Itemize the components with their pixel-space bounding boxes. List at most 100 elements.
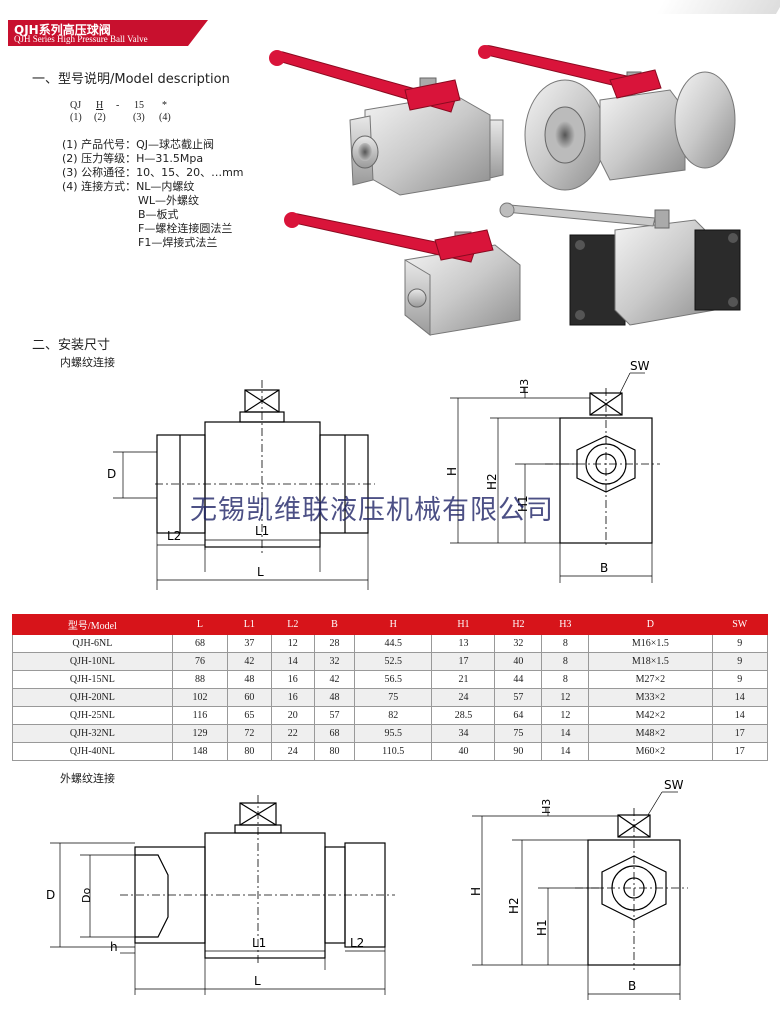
code-part: * bbox=[162, 100, 167, 111]
model-code: QJ H - 15 * (1) (2) (3) (4) bbox=[70, 100, 180, 130]
table-cell: 76 bbox=[171, 652, 229, 671]
table-cell: 14 bbox=[541, 742, 590, 761]
header-banner: QJH系列高压球阀 QJH Series High Pressure Ball … bbox=[8, 20, 208, 46]
table-cell: 72 bbox=[227, 724, 272, 743]
table-cell: 14 bbox=[270, 652, 315, 671]
table-cell: 88 bbox=[171, 670, 229, 689]
table-cell: M60×2 bbox=[588, 742, 713, 761]
table-cell: 22 bbox=[270, 724, 315, 743]
table-cell: QJH-32NL bbox=[12, 724, 173, 743]
table-cell: 9 bbox=[711, 634, 768, 653]
table-cell: M27×2 bbox=[588, 670, 713, 689]
code-part: 15 bbox=[134, 100, 144, 111]
table-cell: 24 bbox=[431, 688, 496, 707]
table-cell: 28 bbox=[313, 634, 356, 653]
dim-label: H2 bbox=[485, 473, 499, 490]
table-cell: 48 bbox=[313, 688, 356, 707]
table-cell: 75 bbox=[353, 688, 433, 707]
code-part: QJ bbox=[70, 100, 82, 111]
watermark: 无锡凯维联液压机械有限公司 bbox=[190, 495, 554, 526]
table-cell: 44 bbox=[494, 670, 543, 689]
table-cell: 16 bbox=[270, 688, 315, 707]
table-cell: 24 bbox=[270, 742, 315, 761]
code-index: (4) bbox=[159, 112, 171, 123]
spec-table: 型号/Model L L1 L2 B H H1 H2 H3 D SW QJH-6… bbox=[12, 614, 768, 761]
page-subtitle: QJH Series High Pressure Ball Valve bbox=[14, 34, 148, 44]
dim-label: D bbox=[46, 888, 55, 902]
col-header: L1 bbox=[227, 614, 272, 635]
table-cell: 116 bbox=[171, 706, 229, 725]
model-item: (2) 压力等级：H—31.5Mpa bbox=[62, 152, 204, 165]
model-item: (1) 产品代号：QJ—球芯截止阀 bbox=[62, 138, 214, 151]
table-cell: 8 bbox=[541, 634, 590, 653]
table-cell: 13 bbox=[431, 634, 496, 653]
table-cell: 56.5 bbox=[353, 670, 433, 689]
table-cell: 52.5 bbox=[353, 652, 433, 671]
dim-label: L1 bbox=[255, 524, 269, 538]
table-cell: QJH-6NL bbox=[12, 634, 173, 653]
col-header: H2 bbox=[494, 614, 543, 635]
col-header: SW bbox=[711, 614, 768, 635]
dim-label: B bbox=[600, 561, 608, 575]
install-sub-external: 外螺纹连接 bbox=[60, 772, 115, 785]
table-cell: 44.5 bbox=[353, 634, 433, 653]
table-cell: 48 bbox=[227, 670, 272, 689]
col-header: D bbox=[588, 614, 713, 635]
code-part: H bbox=[96, 100, 104, 111]
code-index: (3) bbox=[133, 112, 145, 123]
dim-label: L bbox=[257, 565, 264, 579]
table-cell: 110.5 bbox=[353, 742, 433, 761]
table-cell: 20 bbox=[270, 706, 315, 725]
code-index: (1) bbox=[70, 112, 82, 123]
table-cell: 57 bbox=[313, 706, 356, 725]
col-header: 型号/Model bbox=[12, 614, 173, 635]
dim-label: H1 bbox=[535, 919, 549, 936]
table-cell: 75 bbox=[494, 724, 543, 743]
table-cell: 9 bbox=[711, 652, 768, 671]
dim-label: H bbox=[445, 467, 459, 476]
table-cell: 21 bbox=[431, 670, 496, 689]
table-cell: 95.5 bbox=[353, 724, 433, 743]
dim-label: L2 bbox=[167, 529, 181, 543]
page-title: QJH系列高压球阀 bbox=[14, 23, 111, 37]
dim-label: L1 bbox=[252, 936, 266, 950]
dim-label: L bbox=[254, 974, 261, 988]
valve-photo-threaded bbox=[269, 50, 504, 196]
model-items: (1) 产品代号：QJ—球芯截止阀 (2) 压力等级：H—31.5Mpa (3)… bbox=[62, 138, 244, 250]
table-cell: QJH-40NL bbox=[12, 742, 173, 761]
table-cell: 37 bbox=[227, 634, 272, 653]
table-cell: 42 bbox=[313, 670, 356, 689]
table-cell: QJH-25NL bbox=[12, 706, 173, 725]
model-item: (4) 连接方式：NL—内螺纹 bbox=[62, 180, 195, 193]
table-header-row: 型号/Model L L1 L2 B H H1 H2 H3 D SW bbox=[12, 614, 768, 635]
table-cell: QJH-10NL bbox=[12, 652, 173, 671]
table-cell: 80 bbox=[313, 742, 356, 761]
table-cell: 57 bbox=[494, 688, 543, 707]
dim-label: L2 bbox=[350, 936, 364, 950]
table-cell: 12 bbox=[270, 634, 315, 653]
dim-label: H1 bbox=[516, 495, 530, 512]
table-cell: 68 bbox=[313, 724, 356, 743]
table-cell: M42×2 bbox=[588, 706, 713, 725]
valve-photo-bolted bbox=[499, 202, 741, 326]
table-cell: 14 bbox=[711, 706, 768, 725]
drawing-external-side: D Do h L1 L2 L bbox=[46, 795, 395, 995]
dim-label: Do bbox=[80, 888, 93, 903]
dim-label: h bbox=[110, 940, 118, 954]
table-cell: 16 bbox=[270, 670, 315, 689]
table-cell: 90 bbox=[494, 742, 543, 761]
model-heading: 一、型号说明/Model description bbox=[32, 72, 230, 87]
col-header: B bbox=[313, 614, 356, 635]
table-cell: 80 bbox=[227, 742, 272, 761]
col-header: H1 bbox=[431, 614, 496, 635]
col-header: L bbox=[171, 614, 229, 635]
table-cell: 68 bbox=[171, 634, 229, 653]
table-cell: 14 bbox=[541, 724, 590, 743]
table-cell: M48×2 bbox=[588, 724, 713, 743]
table-cell: 32 bbox=[494, 634, 543, 653]
